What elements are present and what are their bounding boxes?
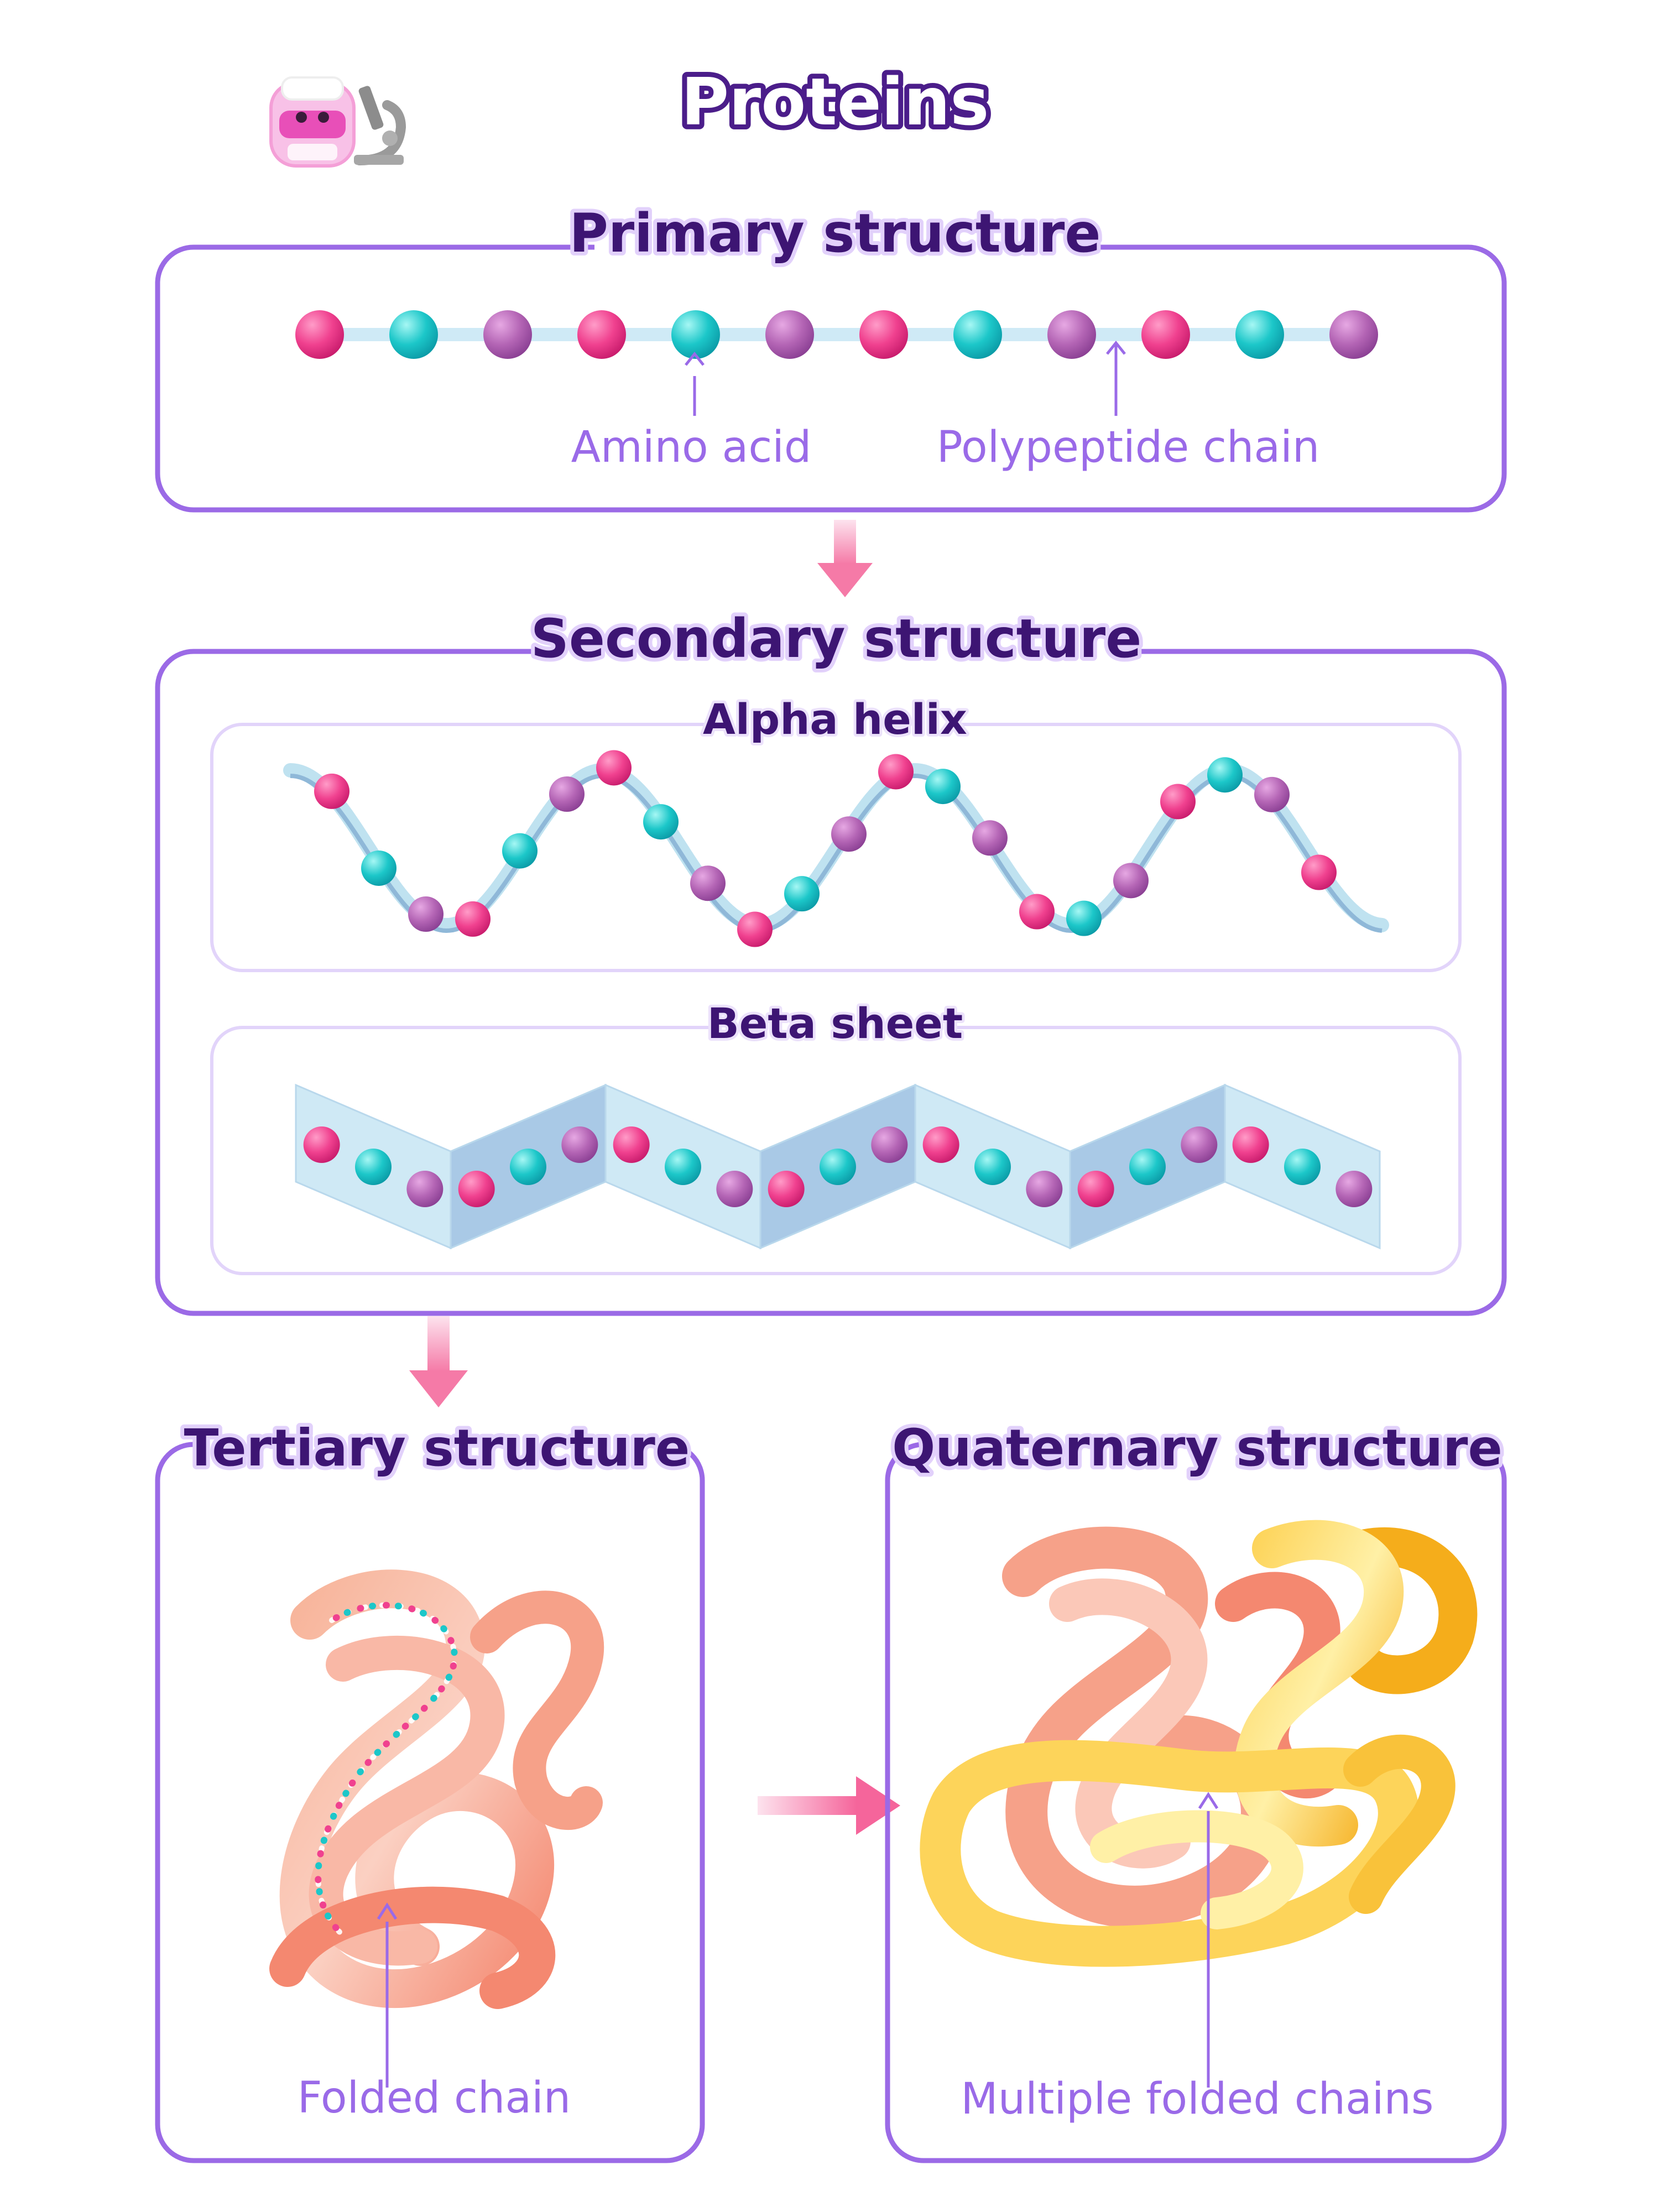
- beta-residue-bead: [1335, 1171, 1373, 1207]
- beta-residue-bead: [974, 1149, 1011, 1185]
- beta-sheet-panel: Beta sheet: [210, 996, 1462, 1275]
- amino-acid-bead: [295, 310, 344, 359]
- alpha-helix-ribbon: [283, 763, 1389, 933]
- beta-residue-bead: [406, 1171, 444, 1207]
- folded-chain-pointer: [377, 1902, 398, 2088]
- beta-residue-bead: [458, 1171, 495, 1207]
- secondary-structure-panel: Secondary structure Alpha helix Beta she…: [155, 604, 1507, 1316]
- beta-residue-bead: [613, 1126, 650, 1163]
- helix-residue-bead: [878, 754, 914, 790]
- beta-residue-bead: [1181, 1126, 1218, 1163]
- amino-acid-bead: [483, 310, 532, 359]
- beta-residue-bead: [922, 1126, 959, 1163]
- beta-residue-bead: [355, 1149, 392, 1185]
- beta-residue-bead: [510, 1149, 546, 1185]
- multiple-folded-chains: [920, 1520, 1478, 1967]
- helix-residue-bead: [831, 816, 867, 852]
- amino-acid-label: Amino acid: [571, 422, 812, 472]
- helix-residue-bead: [596, 750, 632, 786]
- alpha-helix-residues: [314, 750, 1337, 947]
- beta-residue-bead: [871, 1126, 908, 1163]
- folded-chain: [269, 1569, 604, 2009]
- helix-residue-bead: [1301, 854, 1337, 890]
- helix-residue-bead: [784, 876, 820, 912]
- helix-residue-bead: [690, 865, 726, 901]
- mascot-icon: [269, 76, 356, 168]
- microscope-icon: [354, 86, 406, 165]
- helix-residue-bead: [549, 776, 585, 812]
- amino-acid-bead: [1329, 310, 1378, 359]
- beta-residue-bead: [1284, 1149, 1321, 1185]
- quaternary-heading: Quaternary structure: [892, 1418, 1503, 1478]
- helix-ribbon-edge: [290, 773, 1383, 933]
- helix-residue-bead: [408, 896, 444, 932]
- amino-acid-bead: [953, 310, 1002, 359]
- tertiary-heading: Tertiary structure: [184, 1418, 690, 1478]
- beta-residue-bead: [768, 1171, 805, 1207]
- helix-residue-bead: [643, 804, 679, 840]
- beta-sheet-label: Beta sheet: [707, 999, 963, 1048]
- helix-residue-bead: [1113, 863, 1149, 899]
- amino-acid-bead: [671, 310, 720, 359]
- helix-residue-bead: [502, 833, 538, 869]
- helix-residue-bead: [361, 850, 397, 886]
- arrow-tertiary-to-quaternary: [758, 1776, 900, 1835]
- primary-structure-panel: Primary structure Amino acid Polypeptide…: [155, 199, 1507, 513]
- helix-residue-bead: [1207, 757, 1243, 793]
- helix-ribbon-path: [283, 763, 1389, 933]
- multiple-chains-pointer: [1198, 1792, 1219, 2088]
- arrow-secondary-to-tertiary: [409, 1316, 468, 1407]
- secondary-heading: Secondary structure: [531, 608, 1142, 670]
- beta-residue-bead: [665, 1149, 701, 1185]
- helix-residue-bead: [737, 911, 773, 947]
- tertiary-structure-panel: Tertiary structure Folded chain: [155, 1415, 705, 2163]
- beta-residue-bead: [1077, 1171, 1114, 1207]
- quaternary-structure-panel: Quaternary structure Multiple folded cha…: [885, 1415, 1507, 2163]
- multiple-folded-chains-label: Multiple folded chains: [961, 2074, 1433, 2124]
- beta-residue-bead: [820, 1149, 856, 1185]
- helix-residue-bead: [314, 773, 349, 809]
- amino-acid-pointer: [685, 351, 705, 416]
- beta-residue-bead: [303, 1126, 340, 1163]
- arrow-primary-to-secondary: [817, 520, 873, 597]
- primary-heading: Primary structure: [569, 202, 1100, 264]
- beta-residue-bead: [716, 1171, 753, 1207]
- amino-acid-chain: [295, 310, 1378, 359]
- helix-residue-bead: [1066, 900, 1102, 936]
- helix-residue-bead: [455, 901, 491, 937]
- amino-acid-bead: [1141, 310, 1190, 359]
- alpha-helix-label: Alpha helix: [703, 695, 967, 744]
- amino-acid-bead: [1235, 310, 1284, 359]
- amino-acid-bead: [859, 310, 908, 359]
- folded-chain-label: Folded chain: [298, 2073, 571, 2123]
- beta-residue-bead: [1232, 1126, 1269, 1163]
- beta-sheet-residues: [303, 1126, 1373, 1207]
- amino-acid-bead: [577, 310, 626, 359]
- helix-residue-bead: [1160, 784, 1196, 820]
- helix-residue-bead: [972, 820, 1008, 856]
- polypeptide-backbone: [318, 328, 1355, 341]
- amino-acid-bead: [765, 310, 814, 359]
- amino-acid-bead: [1047, 310, 1096, 359]
- helix-residue-bead: [925, 769, 961, 805]
- beta-residue-bead: [561, 1126, 598, 1163]
- helix-residue-bead: [1254, 776, 1290, 812]
- helix-residue-bead: [1019, 894, 1055, 930]
- page-title: Proteins: [681, 64, 989, 140]
- polypeptide-chain-label: Polypeptide chain: [937, 422, 1320, 472]
- beta-residue-bead: [1026, 1171, 1063, 1207]
- alpha-helix-panel: Alpha helix: [210, 692, 1462, 972]
- beta-residue-bead: [1129, 1149, 1166, 1185]
- polypeptide-chain-pointer: [1106, 340, 1126, 416]
- amino-acid-bead: [389, 310, 438, 359]
